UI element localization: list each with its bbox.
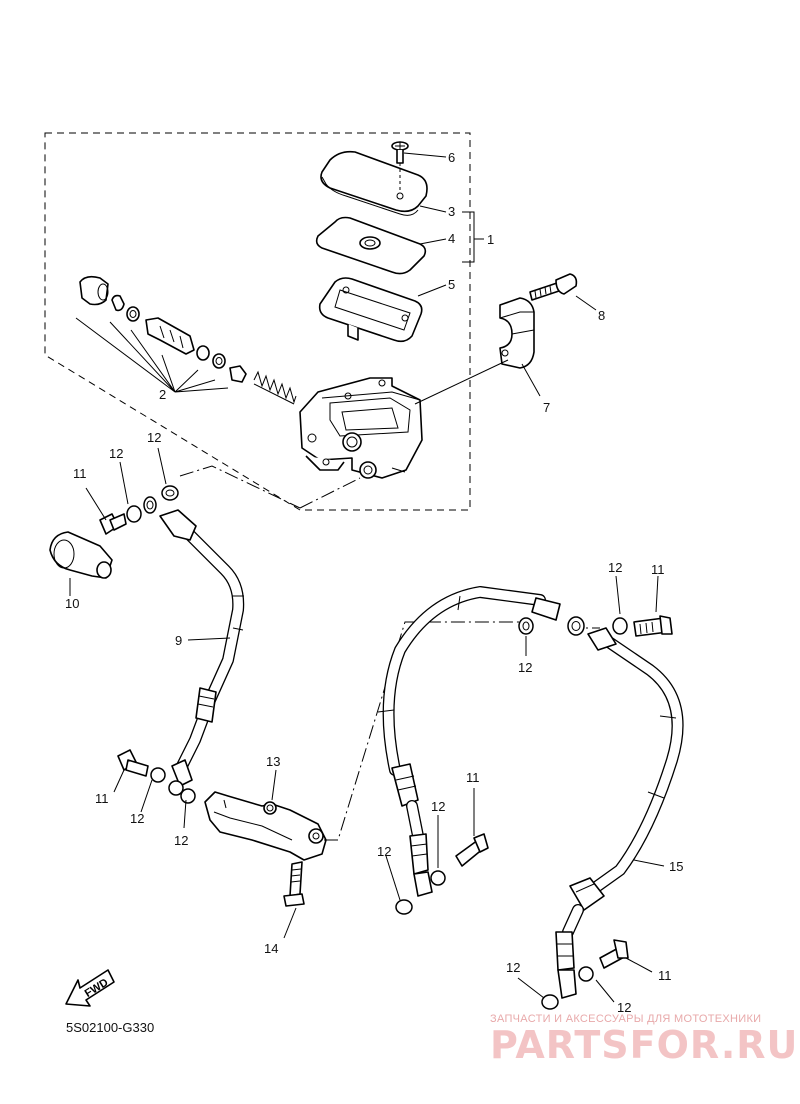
union-bolt-upper bbox=[99, 513, 127, 535]
copper-washer bbox=[150, 767, 166, 783]
assembly-boundary bbox=[44, 132, 471, 511]
banjo-cover bbox=[49, 531, 113, 579]
union-bolt-right-upper bbox=[633, 615, 673, 637]
callout-10: 10 bbox=[65, 596, 79, 611]
upper-brake-hose bbox=[143, 485, 245, 787]
callout-12-i: 12 bbox=[506, 960, 520, 975]
routing-line bbox=[179, 465, 301, 509]
callout-7: 7 bbox=[543, 400, 550, 415]
copper-washer bbox=[612, 617, 628, 635]
watermark-tagline: ЗАПЧАСТИ И АКСЕССУАРЫ ДЛЯ МОТОТЕХНИКИ bbox=[490, 1013, 761, 1025]
watermark: ЗАПЧАСТИ И АКСЕССУАРЫ ДЛЯ МОТОТЕХНИКИ PA… bbox=[490, 1013, 798, 1067]
union-bolt-right-lower bbox=[599, 939, 629, 969]
copper-washer bbox=[541, 994, 559, 1010]
union-bolt-lower bbox=[117, 749, 149, 777]
cap-screw bbox=[391, 141, 409, 190]
callout-3: 3 bbox=[448, 204, 455, 219]
callout-labels: 1 2 3 4 5 6 7 8 9 10 11 12 12 11 12 12 1… bbox=[65, 150, 683, 1015]
joint-bolt bbox=[283, 861, 305, 907]
diaphragm-gasket bbox=[318, 277, 423, 343]
brake-hose-joint bbox=[204, 791, 327, 861]
callout-12-j: 12 bbox=[617, 1000, 631, 1015]
copper-washer bbox=[395, 899, 413, 915]
callout-11-e: 11 bbox=[658, 968, 672, 983]
callout-14: 14 bbox=[264, 941, 278, 956]
piston-kit bbox=[75, 275, 297, 405]
diagram-code: 5S02100-G330 bbox=[66, 1020, 154, 1035]
callout-12-c: 12 bbox=[130, 811, 144, 826]
callout-12-b: 12 bbox=[147, 430, 161, 445]
callout-2: 2 bbox=[159, 387, 166, 402]
reservoir-cap bbox=[320, 150, 428, 216]
lower-brake-hose bbox=[377, 586, 684, 999]
copper-washer bbox=[180, 788, 196, 804]
callout-15: 15 bbox=[669, 859, 683, 874]
callout-8: 8 bbox=[598, 308, 605, 323]
callout-4: 4 bbox=[448, 231, 455, 246]
diaphragm-plate bbox=[315, 216, 427, 275]
routing-line bbox=[324, 621, 520, 841]
callout-12-d: 12 bbox=[174, 833, 188, 848]
callout-12-a: 12 bbox=[109, 446, 123, 461]
callout-1: 1 bbox=[487, 232, 494, 247]
copper-washer bbox=[168, 780, 184, 796]
master-cylinder-holder bbox=[499, 297, 535, 369]
callout-9: 9 bbox=[175, 633, 182, 648]
callout-12-g: 12 bbox=[431, 799, 445, 814]
callout-11-c: 11 bbox=[651, 562, 665, 577]
watermark-brand: PARTSFOR.RU bbox=[490, 1023, 798, 1067]
holder-bolt bbox=[529, 273, 578, 301]
callout-5: 5 bbox=[448, 277, 455, 292]
callout-12-h: 12 bbox=[377, 844, 391, 859]
callout-11-a: 11 bbox=[73, 466, 87, 481]
callout-11-b: 11 bbox=[95, 791, 109, 806]
callout-11-d: 11 bbox=[466, 770, 480, 785]
copper-washer bbox=[126, 505, 142, 523]
routing-line bbox=[299, 477, 361, 509]
leader-lines bbox=[69, 152, 665, 1003]
fwd-arrow-icon: FWD bbox=[65, 969, 115, 1007]
union-bolt-middle bbox=[455, 833, 489, 867]
master-cylinder-body bbox=[299, 377, 423, 479]
callout-12-f: 12 bbox=[518, 660, 532, 675]
callout-6: 6 bbox=[448, 150, 455, 165]
callout-13: 13 bbox=[266, 754, 280, 769]
copper-washer bbox=[578, 966, 594, 982]
callout-12-e: 12 bbox=[608, 560, 622, 575]
